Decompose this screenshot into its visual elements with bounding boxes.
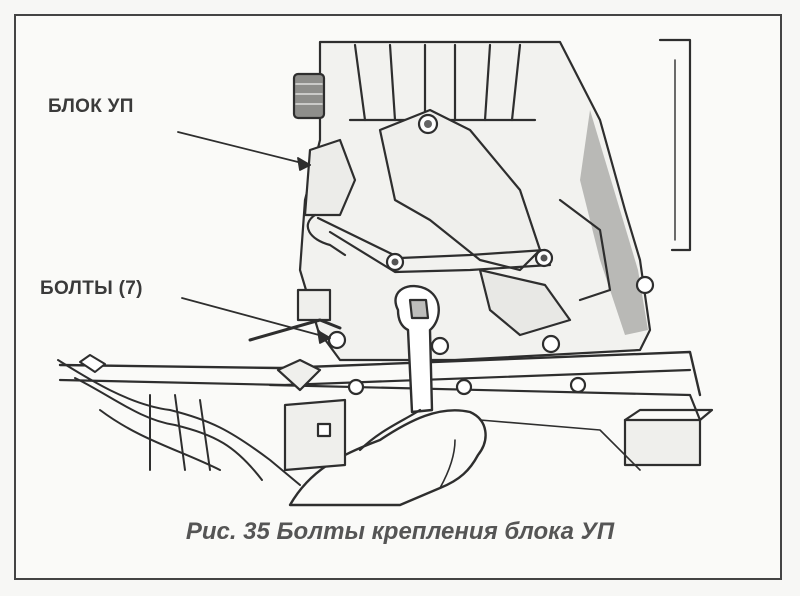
label-bolts: БОЛТЫ (7): [40, 278, 143, 299]
valve-body: [303, 138, 357, 217]
wrench: [394, 284, 440, 414]
label-valve-block: БЛОК УП: [48, 96, 134, 117]
connector: [292, 72, 326, 120]
figure-caption: Рис. 35 Болты крепления блока УП: [185, 518, 615, 545]
side-panel: [658, 38, 692, 252]
bolts: [327, 275, 655, 396]
leader-arrows: [177, 131, 331, 344]
wiring-harness: [57, 354, 301, 486]
